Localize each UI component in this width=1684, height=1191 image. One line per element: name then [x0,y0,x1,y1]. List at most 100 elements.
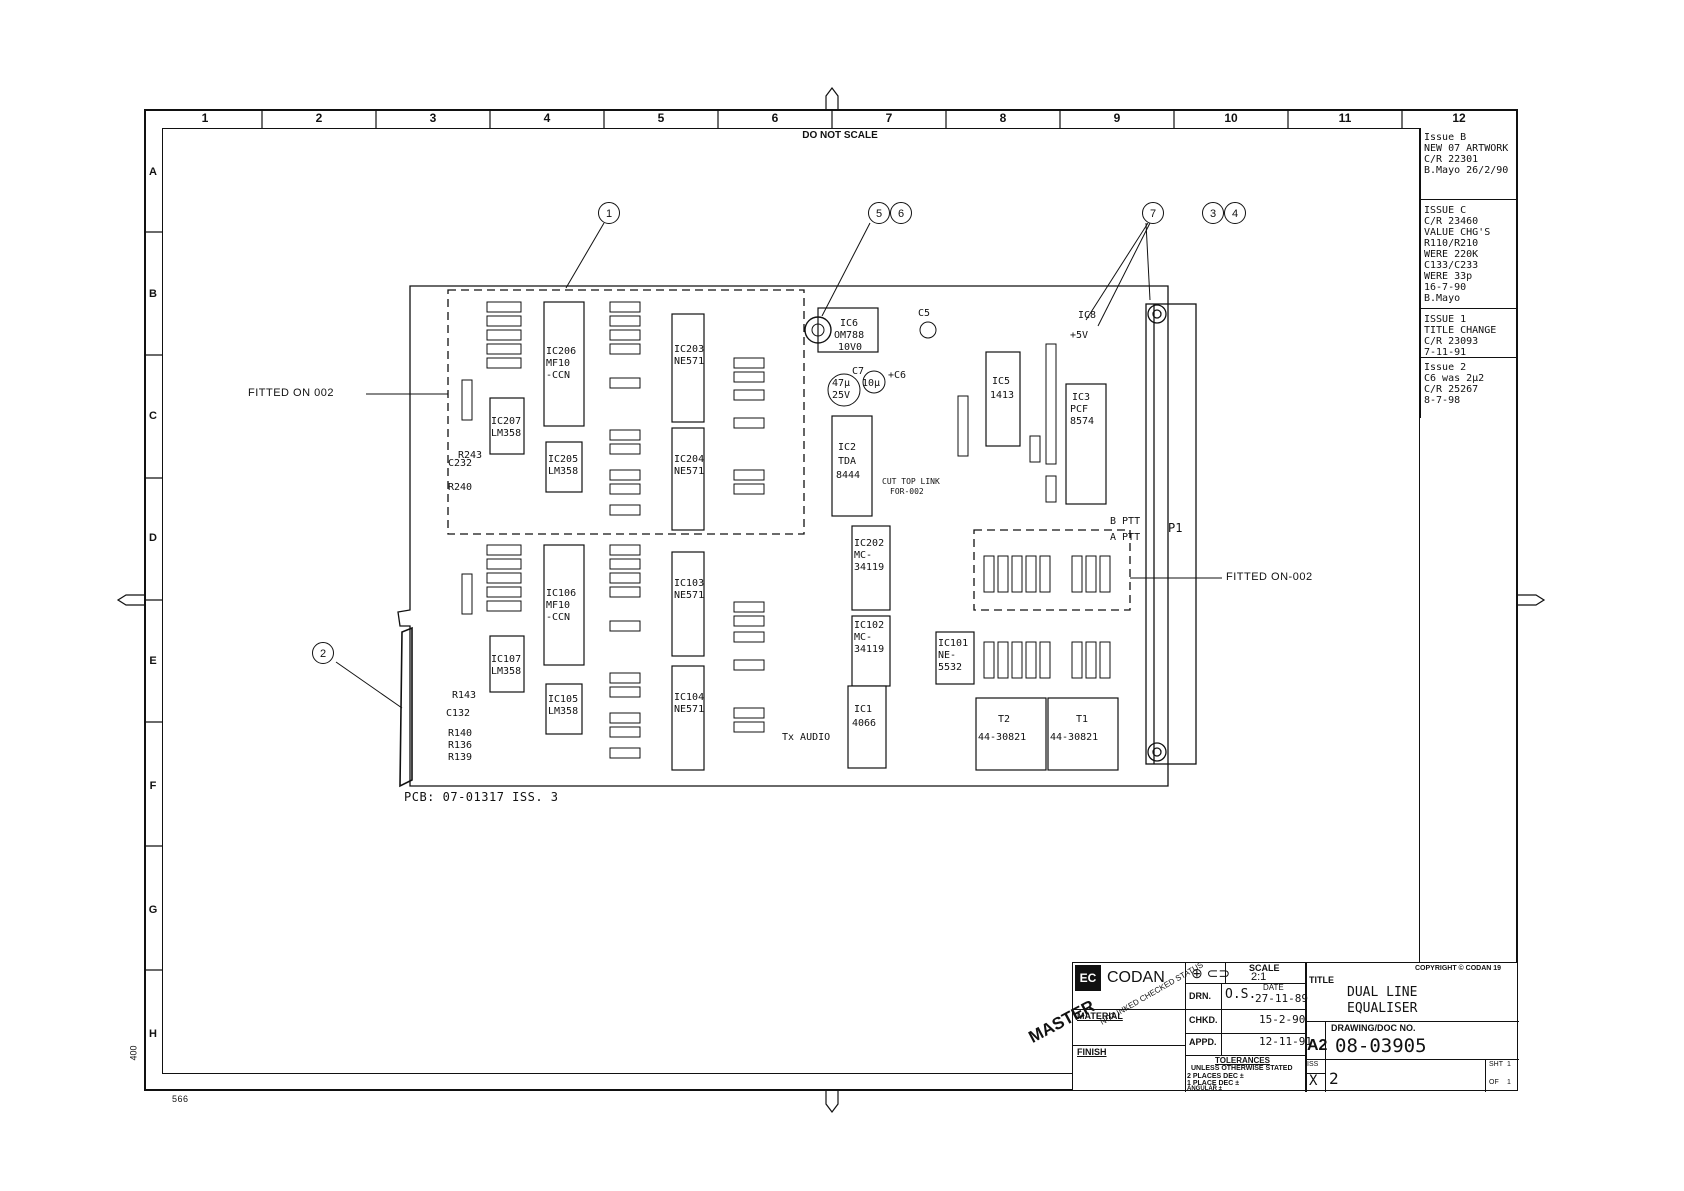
svg-text:IC8: IC8 [1078,310,1096,321]
svg-text:NE571: NE571 [674,590,704,601]
do-not-scale-note: DO NOT SCALE [802,130,878,141]
svg-text:IC205: IC205 [548,454,578,465]
svg-text:Tx AUDIO: Tx AUDIO [782,732,830,743]
fitted-on-002-left: FITTED ON 002 [248,387,334,399]
svg-text:IC6: IC6 [840,318,858,329]
svg-text:+C6: +C6 [888,370,906,381]
drawing-title-line-1: DUAL LINE [1347,985,1418,1000]
svg-text:R143: R143 [452,690,476,701]
ic102-body [851,615,891,687]
scale-label: SCALE [1249,963,1280,973]
corner-note-left: 400 [128,1045,139,1061]
revision-issue-c: ISSUE C C/R 23460 VALUE CHG'S R110/R210 … [1420,203,1516,309]
revision-issue-1: ISSUE 1 TITLE CHANGE C/R 23093 7-11-91 [1420,312,1516,358]
t1-body [1047,697,1119,771]
svg-text:10V0: 10V0 [838,342,862,353]
column-label-7: 7 [885,111,893,125]
svg-text:10µ: 10µ [862,378,880,389]
column-label-10: 10 [1224,111,1238,125]
row-label-h: H [149,1028,157,1040]
svg-text:34119: 34119 [854,644,884,655]
tolerance-1-place: 1 PLACE DEC ± [1187,1080,1240,1087]
ic206-label: IC206 [546,346,576,357]
svg-text:LM358: LM358 [548,466,578,477]
svg-text:IC3: IC3 [1072,392,1090,403]
svg-text:NE-: NE- [938,650,956,661]
svg-text:R139: R139 [448,752,472,763]
sheet-label: SHT [1489,1061,1503,1068]
ic104-body [671,665,705,771]
svg-text:LM358: LM358 [548,706,578,717]
t2-body [975,697,1047,771]
svg-text:TDA: TDA [838,456,856,467]
svg-text:C132: C132 [446,708,470,719]
drn-label: DRN. [1189,991,1211,1001]
ic5-body [985,351,1021,447]
issue-superseded: X [1309,1073,1318,1089]
row-label-a: A [149,166,157,178]
svg-text:IC106: IC106 [546,588,576,599]
projection-symbol-icon: ⊕ ⊂⊃ [1191,965,1231,981]
svg-text:4066: 4066 [852,718,876,729]
svg-text:R243: R243 [458,450,482,461]
svg-text:IC105: IC105 [548,694,578,705]
svg-text:NE571: NE571 [674,704,704,715]
svg-text:MC-: MC- [854,550,872,561]
svg-text:CUT TOP LINK: CUT TOP LINK [882,477,940,486]
ic101-body [935,631,975,685]
ic1-body [847,685,887,769]
row-label-d: D [149,532,157,544]
copyright-note: COPYRIGHT © CODAN 19 [1415,965,1502,972]
svg-text:IC107: IC107 [491,654,521,665]
pcb-part-label: PCB: 07-01317 ISS. 3 [404,790,559,804]
ic6-body [817,307,879,353]
svg-text:MF10: MF10 [546,600,570,611]
title-block: EC CODAN NOT INKED CHECKED STATUS MATERI… [1072,960,1519,1092]
ic105-body [545,683,583,735]
column-label-3: 3 [429,111,437,125]
svg-text:T1: T1 [1076,714,1088,725]
svg-text:C7: C7 [852,366,864,377]
title-label: TITLE [1309,975,1334,985]
svg-text:A PTT: A PTT [1110,532,1140,543]
callout-6: 6 [890,202,912,224]
svg-text:IC202: IC202 [854,538,884,549]
svg-text:-CCN: -CCN [546,370,570,381]
svg-text:IC104: IC104 [674,692,704,703]
column-label-12: 12 [1452,111,1466,125]
drawing-frame-inner [162,128,1420,1074]
company-logo: EC [1075,965,1101,991]
svg-text:LM358: LM358 [491,666,521,677]
svg-text:44-30821: 44-30821 [1050,732,1098,743]
column-label-9: 9 [1113,111,1121,125]
ic206-body [543,301,585,427]
chkd-date: 15-2-90 [1259,1013,1306,1026]
chkd-label: CHKD. [1189,1015,1218,1025]
tolerance-angular: ANGULAR ± [1187,1086,1222,1092]
unless-stated-label: UNLESS OTHERWISE STATED [1191,1065,1293,1072]
svg-text:5532: 5532 [938,662,962,673]
fitted-region-right [973,529,1131,611]
svg-text:25V: 25V [832,390,850,401]
drawing-no-label: DRAWING/DOC NO. [1331,1023,1416,1033]
material-label: MATERIAL [1077,1011,1123,1021]
drawing-title-line-2: EQUALISER [1347,1001,1418,1016]
tolerances-label: TOLERANCES [1215,1056,1270,1065]
issue-label: ISS [1307,1061,1319,1068]
row-label-b: B [149,288,157,300]
date-label: DATE [1263,983,1284,992]
column-label-2: 2 [315,111,323,125]
svg-text:-CCN: -CCN [546,612,570,623]
svg-text:R240: R240 [448,482,472,493]
revision-issue-b: Issue B NEW 07 ARTWORK C/R 22301 B.Mayo … [1420,130,1516,200]
svg-text:MC-: MC- [854,632,872,643]
svg-text:44-30821: 44-30821 [978,732,1026,743]
issue-value: 2 [1329,1069,1339,1088]
svg-text:34119: 34119 [854,562,884,573]
scale-value: 2:1 [1251,971,1267,983]
callout-2: 2 [312,642,334,664]
svg-text:IC103: IC103 [674,578,704,589]
callout-7: 7 [1142,202,1164,224]
svg-text:8574: 8574 [1070,416,1094,427]
